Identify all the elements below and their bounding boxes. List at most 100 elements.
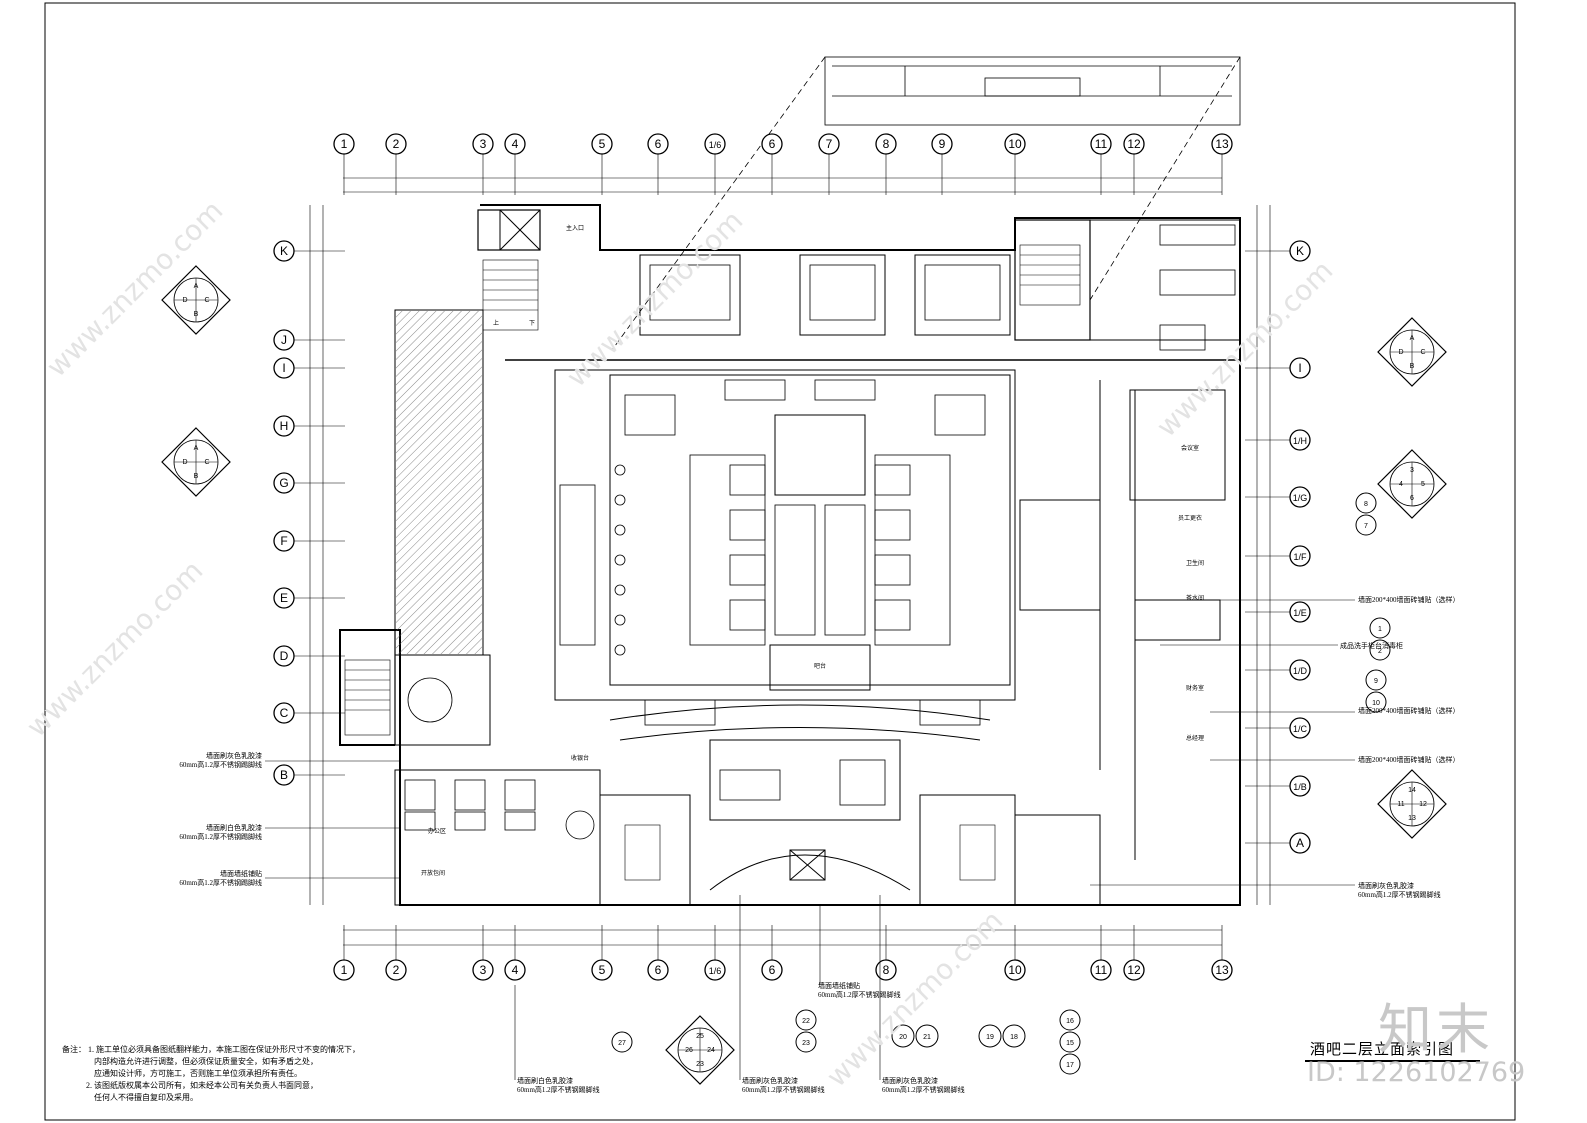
marker-label: 2 [1378, 648, 1382, 655]
grid-label: 1/D [1293, 666, 1308, 676]
grid-bubble-row-left: K [273, 240, 295, 262]
marker-label: 24 [707, 1047, 715, 1054]
grid-bubble-col-top: 6 [647, 133, 669, 155]
grid-label: C [280, 706, 289, 720]
grid-bubble-col-bottom: 1 [333, 959, 355, 981]
grid-label: 6 [655, 137, 662, 151]
grid-bubble-col-top: 8 [875, 133, 897, 155]
hatched-void [396, 311, 482, 654]
marker-label: 20 [899, 1034, 907, 1041]
marker-label: D [182, 297, 187, 304]
room-label: 会议室 [1181, 444, 1199, 452]
grid-label: F [280, 534, 287, 548]
grid-label: J [281, 333, 287, 347]
stairs [344, 244, 1081, 881]
grid-label: 1/E [1293, 608, 1307, 618]
marker-label: 9 [1374, 678, 1378, 685]
marker-label: 19 [986, 1034, 994, 1041]
grid-label: 7 [826, 137, 833, 151]
grid-bubble-col-top: 1 [333, 133, 355, 155]
callout-line-1: 墙面200*400墙面砖铺贴（选样） [1358, 595, 1460, 604]
callout-line-2: 60mm高1.2厚不锈钢踢脚线 [179, 878, 262, 887]
marker-label: 21 [923, 1034, 931, 1041]
grid-label: 13 [1215, 137, 1229, 151]
marker-label: D [1398, 349, 1403, 356]
grid-label: A [1296, 836, 1304, 850]
grid-bubble-col-bottom: 6 [647, 959, 669, 981]
grid-bubble-col-top: 10 [1004, 133, 1026, 155]
marker-label: B [194, 473, 199, 480]
grid-label: 1/C [1293, 724, 1308, 734]
callout-line-2: 60mm高1.2厚不锈钢踢脚线 [882, 1085, 965, 1094]
marker-label: 5 [1421, 481, 1425, 488]
dimension-lines [309, 177, 1271, 946]
marker-label: D [182, 459, 187, 466]
grid-label: 11 [1095, 963, 1108, 977]
callout-line-1: 墙面墙纸铺贴 [220, 869, 262, 878]
callout-right-3: 墙面200*400墙面砖铺贴（选样） [1210, 706, 1460, 715]
marker-label: 13 [1408, 815, 1416, 822]
grid-label: 1/F [1293, 552, 1307, 562]
grid-label: 4 [512, 137, 519, 151]
grid-label: 3 [480, 963, 487, 977]
note-line-5: 任何人不得擅自复印及采用。 [94, 1093, 198, 1102]
grid-bubble-row-right: 1/H [1289, 429, 1311, 451]
grid-label: 1/6 [709, 966, 722, 976]
grid-label: 1/G [1293, 493, 1308, 503]
room-label: 办公区 [428, 827, 446, 835]
grid-label: K [280, 244, 288, 258]
marker-label: 18 [1010, 1034, 1018, 1041]
grid-bubble-row-right: 1/F [1289, 545, 1311, 567]
callout-line-1: 墙面200*400墙面砖铺贴（选样） [1358, 706, 1460, 715]
grid-bubble-col-top: 9 [931, 133, 953, 155]
grid-bubble-row-right: 1/D [1289, 659, 1311, 681]
elevation-marker-right-small: 87 [1355, 492, 1377, 536]
grid-bubble-row-left: B [273, 764, 295, 786]
grid-label: 12 [1127, 137, 1141, 151]
elevation-marker-right-10: 9 10 [1365, 669, 1387, 713]
marker-label: 22 [802, 1018, 810, 1025]
grid-bubble-row-right: 1/B [1289, 775, 1311, 797]
grid-bubble-row-left: I [273, 357, 295, 379]
marker-label: 1 [1378, 626, 1382, 633]
grid-bubble-col-bottom: 6 [761, 959, 783, 981]
grid-label: 6 [769, 963, 776, 977]
callout-line-2: 60mm高1.2厚不锈钢踢脚线 [1358, 890, 1441, 899]
elevation-marker-right-pair: 12 [1369, 617, 1391, 661]
marker-label: 10 [1372, 700, 1380, 707]
marker-label: A [194, 445, 199, 452]
grid-bubble-col-top: 3 [472, 133, 494, 155]
room-label: 开放包间 [421, 869, 445, 877]
callout-line-2: 60mm高1.2厚不锈钢踢脚线 [818, 990, 901, 999]
title-underline [1305, 1060, 1480, 1062]
callout-line-2: 60mm高1.2厚不锈钢踢脚线 [742, 1085, 825, 1094]
grid-bubble-col-top: 12 [1123, 133, 1145, 155]
room-label: 茶水间 [1186, 594, 1204, 602]
marker-label: 15 [1066, 1040, 1074, 1047]
marker-label: 27 [618, 1040, 626, 1047]
callout-line-1: 墙面刷白色乳胶漆 [206, 823, 262, 832]
grid-bubble-row-left: J [273, 329, 295, 351]
top-elevation-inset [611, 56, 1241, 351]
marker-label: 8 [1364, 501, 1368, 508]
grid-label: 1/B [1293, 782, 1307, 792]
marker-label: 25 [696, 1033, 704, 1040]
marker-label: 4 [1399, 481, 1403, 488]
watermark-logo: 知末 [1378, 998, 1494, 1061]
grid-label: 2 [393, 963, 400, 977]
marker-label: 3 [1410, 467, 1414, 474]
note-line-2: 内部构造允许进行调整，但必须保证质量安全，如有矛盾之处， [94, 1057, 318, 1066]
grid-label: 13 [1215, 963, 1229, 977]
callout-line-1: 成品洗手柜台消毒柜 [1340, 641, 1403, 650]
general-notes: 备注： 1. 施工单位必须具备图纸翻样能力，本施工图在保证外形尺寸不变的情况下，… [62, 1044, 402, 1104]
